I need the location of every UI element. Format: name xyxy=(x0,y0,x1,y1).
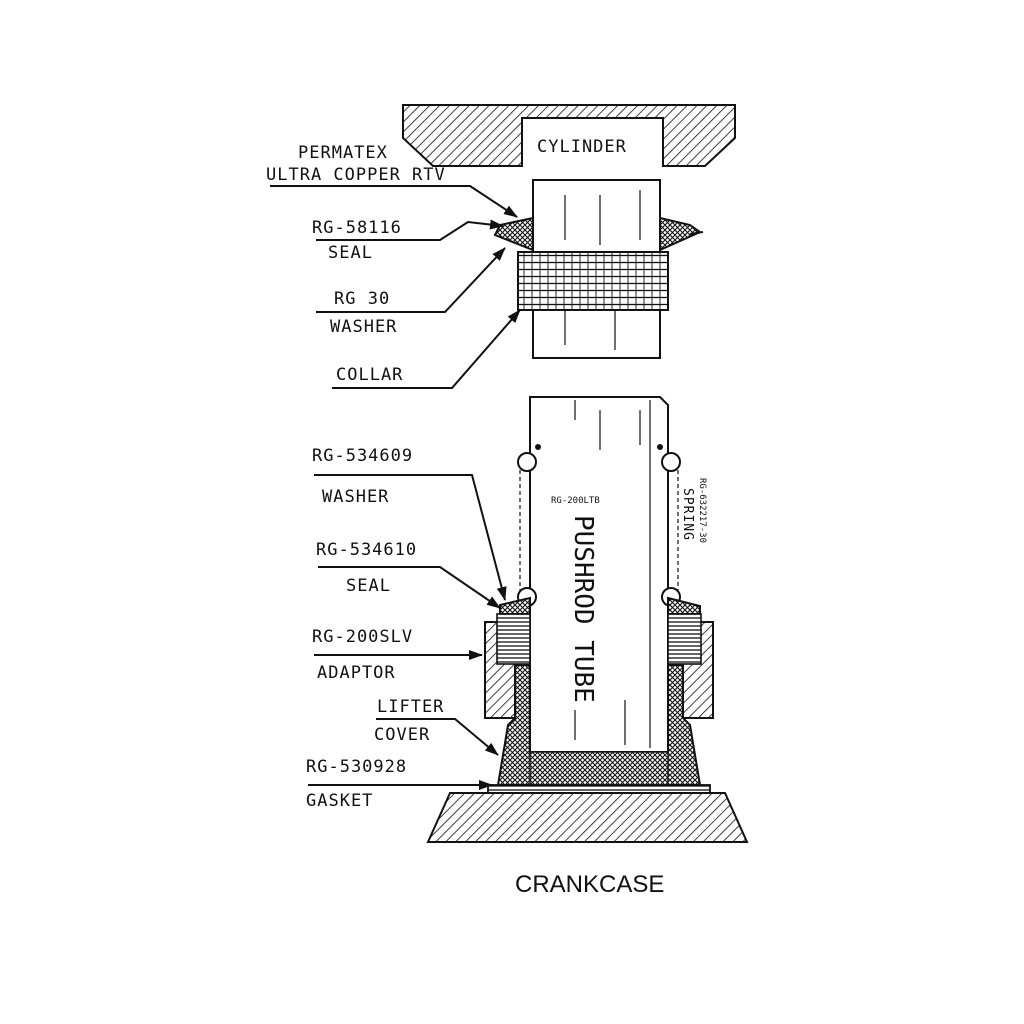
gasket-part-label: RG-530928 xyxy=(306,757,407,777)
crankcase-block xyxy=(426,792,749,843)
upper-labels: PERMATEX ULTRA COPPER RTV RG-58116 SEAL … xyxy=(266,143,446,385)
top-seal xyxy=(493,216,704,252)
spring xyxy=(517,444,681,607)
lower-leaders xyxy=(308,474,507,790)
spring-part-label: RG-632217-30 xyxy=(697,478,707,543)
top-seal-part-label: RG-58116 xyxy=(312,218,402,238)
top-washer-collar xyxy=(517,251,669,311)
adaptor-name-label: ADAPTOR xyxy=(317,663,396,683)
lower-labels: RG-534609 WASHER RG-534610 SEAL RG-200SL… xyxy=(306,446,664,898)
gasket xyxy=(487,784,711,794)
tube-name-label: PUSHROD TUBE xyxy=(568,515,598,703)
adaptor-part-label: RG-200SLV xyxy=(312,627,413,647)
bottom-seal-part-label: RG-534610 xyxy=(316,540,417,560)
bottom-washer-part-label: RG-534609 xyxy=(312,446,413,466)
top-washer-part-label: RG 30 xyxy=(334,289,390,309)
tube-labels: RG-200LTB PUSHROD TUBE RG-632217-30 SPRI… xyxy=(551,478,707,703)
bottom-washer-name-label: WASHER xyxy=(322,487,389,507)
cylinder-label: CYLINDER xyxy=(537,137,627,157)
tube-part-label: RG-200LTB xyxy=(551,496,600,506)
lifter-label-line1: LIFTER xyxy=(377,697,444,717)
bottom-seal-name-label: SEAL xyxy=(346,576,391,596)
spring-name-label: SPRING xyxy=(680,488,695,541)
collar-label: COLLAR xyxy=(336,365,403,385)
permatex-label-line1: PERMATEX xyxy=(298,143,388,163)
upper-leaders xyxy=(270,185,521,389)
lifter-cover xyxy=(496,664,702,786)
lifter-label-line2: COVER xyxy=(374,725,430,745)
gasket-name-label: GASKET xyxy=(306,791,373,811)
top-seal-name-label: SEAL xyxy=(328,243,373,263)
cylinder-block: CYLINDER xyxy=(402,104,736,167)
lower-tube xyxy=(529,396,669,753)
crankcase-label: CRANKCASE xyxy=(515,871,664,898)
permatex-label-line2: ULTRA COPPER RTV xyxy=(266,165,446,185)
top-washer-name-label: WASHER xyxy=(330,317,397,337)
